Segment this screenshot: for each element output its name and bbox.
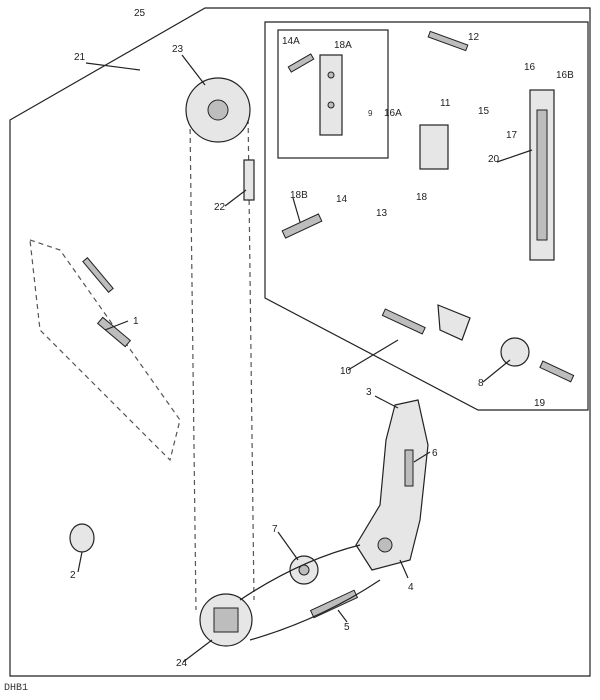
long-spring <box>309 589 359 619</box>
callout-8: 8 <box>478 378 484 389</box>
callout-24: 24 <box>176 658 188 669</box>
bracket-10 <box>437 304 471 341</box>
bolt-hole-b <box>327 101 335 109</box>
grip-spring <box>96 316 132 348</box>
spring-18b <box>281 213 323 239</box>
inset-subdetail-box <box>277 29 389 159</box>
callout-11: 11 <box>440 98 451 109</box>
callout-23: 23 <box>172 44 184 55</box>
callout-3: 3 <box>366 387 372 398</box>
chain-connector-link <box>243 159 255 201</box>
callout-20: 20 <box>488 154 500 165</box>
bolt-13 <box>427 30 469 52</box>
bolt-hole-a <box>327 71 335 79</box>
callout-2: 2 <box>70 570 76 581</box>
spring-9 <box>381 308 426 335</box>
bolt-14 <box>287 53 315 73</box>
callout-21: 21 <box>74 52 86 63</box>
frame-outline <box>9 7 591 677</box>
callout-1: 1 <box>133 316 139 327</box>
shaft-19 <box>539 360 575 383</box>
plate-11 <box>419 124 449 170</box>
callout-14a: 14A <box>282 36 300 47</box>
top-sprocket-hub <box>207 99 229 121</box>
leader-lines <box>77 54 533 663</box>
tensioner-arm <box>355 399 429 571</box>
tensioner-spring <box>404 449 414 487</box>
inset-detail-box <box>264 21 589 411</box>
callout-19: 19 <box>534 398 546 409</box>
callout-6: 6 <box>432 448 438 459</box>
callout-10: 10 <box>340 366 352 377</box>
callout-7: 7 <box>272 524 278 535</box>
callout-5: 5 <box>344 622 350 633</box>
callout-18b: 18B <box>290 190 308 201</box>
lower-chain <box>239 544 381 641</box>
callout-16: 16 <box>524 62 536 73</box>
sprocket-8 <box>500 337 530 367</box>
callout-12: 12 <box>468 32 480 43</box>
callout-4: 4 <box>408 582 414 593</box>
figure-code: DHB1 <box>4 683 29 694</box>
bracket-14a <box>319 54 343 136</box>
callout-18a: 18A <box>334 40 352 51</box>
callout-25: 25 <box>134 8 146 19</box>
callout-15: 15 <box>478 106 490 117</box>
handle-bolt <box>82 257 114 293</box>
rail-slot <box>536 109 548 241</box>
callout-16b: 16B <box>556 70 574 81</box>
tensioner-bolt-hole <box>377 537 393 553</box>
callout-18: 18 <box>416 192 428 203</box>
cap-part <box>69 523 95 553</box>
callout-14: 14 <box>336 194 348 205</box>
callout-16a: 16A <box>384 108 402 119</box>
callout-9a: 9 <box>368 109 373 118</box>
bottom-sprocket-hub <box>213 607 239 633</box>
callout-13: 13 <box>376 208 388 219</box>
callout-22: 22 <box>214 202 226 213</box>
handle-cover <box>29 239 181 462</box>
callout-17: 17 <box>506 130 518 141</box>
